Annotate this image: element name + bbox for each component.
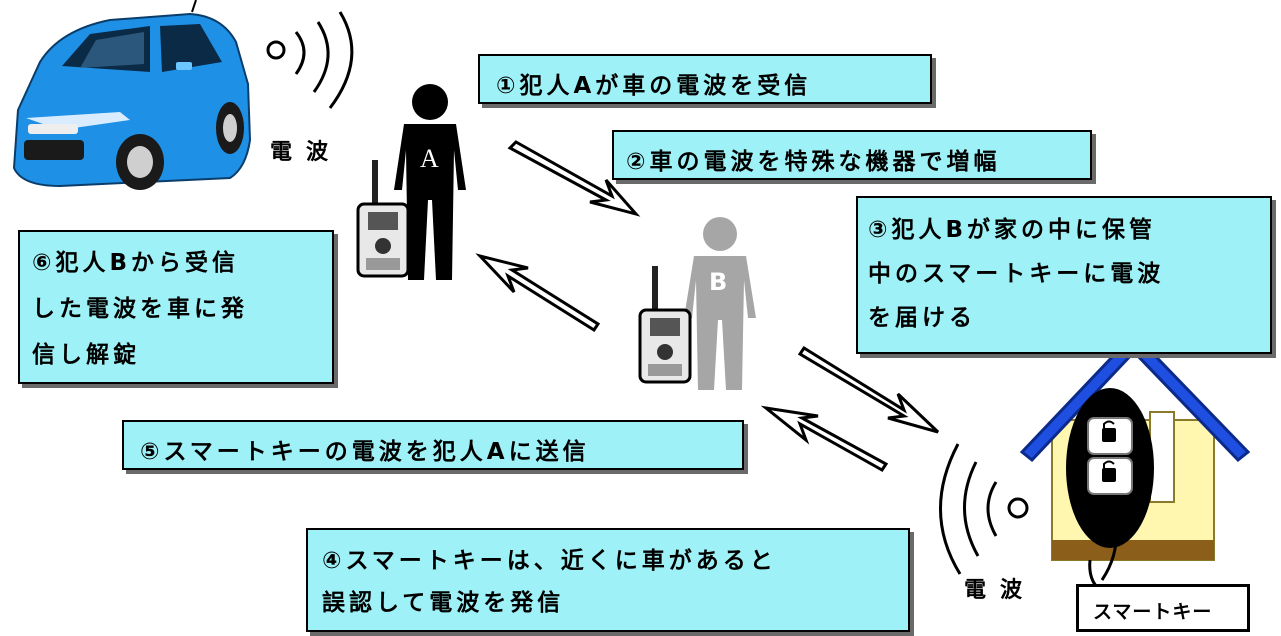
step-6-line-3: 信し解錠 <box>32 342 140 368</box>
step-3-line-1: ③犯人Bが家の中に保管 <box>868 217 1157 243</box>
step-3-line-3: を届ける <box>868 305 976 331</box>
step-6-line-2: した電波を車に発 <box>32 296 248 322</box>
person-a-icon <box>394 84 466 280</box>
arrow-icon <box>475 140 940 472</box>
person-b-icon <box>684 217 756 390</box>
wave-label-key: 電波 <box>964 578 1037 603</box>
lock-icon <box>1087 417 1133 455</box>
lock-icon <box>1087 457 1133 495</box>
smart-key-icon <box>1066 388 1154 592</box>
step-5-box: ⑤スマートキーの電波を犯人Aに送信 <box>122 420 744 470</box>
step-1-text: ①犯人Aが車の電波を受信 <box>496 73 812 99</box>
step-1-box: ①犯人Aが車の電波を受信 <box>478 54 932 104</box>
radio-wave-icon <box>939 443 1029 575</box>
step-4-box: ④スマートキーは、近くに車があると 誤認して電波を発信 <box>306 528 910 632</box>
walkie-talkie-icon <box>638 266 692 384</box>
step-4-line-1: ④スマートキーは、近くに車があると <box>322 548 777 574</box>
step-2-box: ②車の電波を特殊な機器で増幅 <box>612 130 1092 180</box>
radio-wave-icon <box>266 11 354 109</box>
step-6-box: ⑥犯人Bから受信 した電波を車に発 信し解錠 <box>18 230 334 384</box>
car-icon <box>12 0 252 190</box>
smart-key-label: スマートキー <box>1076 584 1250 632</box>
step-3-box: ③犯人Bが家の中に保管 中のスマートキーに電波 を届ける <box>856 196 1272 354</box>
person-b-label: B <box>709 268 728 296</box>
person-a-label: A <box>420 144 439 173</box>
step-2-text: ②車の電波を特殊な機器で増幅 <box>626 149 1001 175</box>
wave-label-car: 電波 <box>270 140 343 165</box>
step-6-line-1: ⑥犯人Bから受信 <box>32 250 240 276</box>
step-3-line-2: 中のスマートキーに電波 <box>868 261 1165 287</box>
step-4-line-2: 誤認して電波を発信 <box>322 590 565 616</box>
walkie-talkie-icon <box>356 160 410 278</box>
step-5-text: ⑤スマートキーの電波を犯人Aに送信 <box>140 439 590 465</box>
